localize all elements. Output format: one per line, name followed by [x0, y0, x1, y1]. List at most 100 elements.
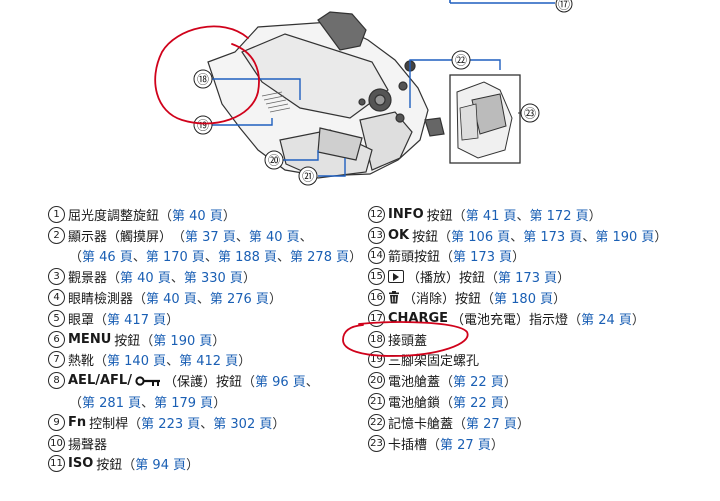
page-ref-link[interactable]: 第 223 頁 [141, 416, 201, 432]
legend-item: 15（播放）按鈕（第 173 頁） [368, 266, 708, 287]
page-ref-link[interactable]: 第 106 頁 [451, 229, 511, 245]
item-name: 三腳架固定螺孔 [388, 354, 480, 370]
page-ref-link[interactable]: 第 40 頁 [172, 208, 223, 224]
page-ref-link[interactable]: 第 188 頁 [217, 250, 278, 266]
item-name: （電池充電）指示燈 [451, 312, 569, 328]
camera-diagram: ⑰ [0, 0, 720, 195]
paren-close: ） [186, 458, 200, 474]
page-ref-link[interactable]: 第 170 頁 [145, 250, 205, 266]
callout-20: ⑳ [268, 154, 280, 168]
paren-open: （ [481, 292, 495, 308]
page-ref-link[interactable]: 第 412 頁 [179, 354, 239, 370]
ref-separator: 、 [166, 354, 180, 370]
item-number-badge: 17 [368, 309, 385, 327]
ref-separator: 、 [196, 292, 210, 308]
item-number-badge: 7 [48, 351, 65, 369]
page-ref-link[interactable]: 第 27 頁 [440, 437, 491, 453]
page-ref-link[interactable]: 第 330 頁 [183, 271, 243, 287]
paren-open: （ [122, 458, 136, 474]
item-number-badge: 12 [368, 205, 385, 223]
item-name: 揚聲器 [68, 437, 108, 453]
page-ref-link[interactable]: 第 94 頁 [135, 458, 187, 474]
page-ref-link[interactable]: 第 276 頁 [209, 292, 269, 308]
page-ref-link[interactable]: 第 40 頁 [120, 271, 171, 287]
page-ref-link[interactable]: 第 140 頁 [107, 354, 167, 370]
item-name: 卡插槽 [388, 437, 428, 453]
page-ref-link[interactable]: 第 96 頁 [254, 375, 306, 391]
paren-open: （ [69, 250, 83, 266]
paren-open: （ [107, 271, 121, 287]
page-ref-link[interactable]: 第 41 頁 [465, 208, 517, 224]
ref-separator: 、 [141, 396, 155, 412]
callout-21: ㉑ [302, 170, 314, 184]
legend-item: （第 46 頁、第 170 頁、第 188 頁、第 278 頁） [48, 246, 362, 267]
paren-open: （ [438, 229, 452, 245]
page-ref-link[interactable]: 第 173 頁 [523, 229, 583, 245]
paren-close: ） [631, 312, 645, 328]
ref-separator: 、 [204, 250, 218, 266]
item-number-badge: 9 [48, 413, 65, 431]
paren-close: ） [212, 333, 226, 349]
paren-open: （ [172, 229, 186, 245]
item-name-bold: ISO [68, 456, 94, 472]
page-ref-link[interactable]: 第 24 頁 [581, 312, 632, 328]
paren-open: （ [440, 375, 454, 391]
paren-close: ） [349, 250, 363, 266]
item-name-bold: INFO [388, 206, 424, 222]
callout-22: ㉒ [455, 54, 467, 68]
paren-close: ） [242, 271, 256, 287]
page-ref-link[interactable]: 第 281 頁 [82, 396, 142, 412]
page-ref-link[interactable]: 第 417 頁 [107, 312, 167, 328]
ref-separator: 、 [170, 271, 184, 287]
ref-separator: 、 [582, 229, 596, 245]
item-name-bold: Fn [68, 414, 87, 430]
paren-open: （ [452, 208, 466, 224]
callout-19: ⑲ [197, 119, 209, 133]
item-number-badge: 13 [368, 226, 385, 244]
paren-close: ） [222, 208, 236, 224]
callout-17: ⑰ [558, 0, 570, 12]
item-name: 箭頭按鈕 [388, 250, 441, 266]
page-ref-link[interactable]: 第 190 頁 [153, 333, 213, 349]
page-ref-link[interactable]: 第 37 頁 [185, 229, 236, 245]
paren-close: ） [503, 396, 517, 412]
item-name: （播放）按鈕 [407, 271, 486, 287]
item-name: （保護）按鈕 [163, 375, 242, 391]
paren-open: （ [133, 292, 147, 308]
item-name: 觀景器 [68, 271, 108, 287]
trash-icon [388, 291, 400, 304]
page-ref-link[interactable]: 第 302 頁 [213, 416, 273, 432]
page-ref-link[interactable]: 第 173 頁 [453, 250, 513, 266]
page-ref-link[interactable]: 第 40 頁 [146, 292, 197, 308]
paren-close: ） [557, 271, 571, 287]
play-icon [388, 270, 404, 284]
page-ref-link[interactable]: 第 22 頁 [453, 396, 504, 412]
page-ref-link[interactable]: 第 179 頁 [154, 396, 214, 412]
camera-back-illustration: ⑰ [154, 0, 573, 186]
page-ref-link[interactable]: 第 190 頁 [595, 229, 655, 245]
page-ref-link[interactable]: 第 27 頁 [466, 416, 517, 432]
item-number-badge: 2 [48, 226, 65, 244]
ref-separator: 、 [132, 250, 146, 266]
paren-open: （ [128, 416, 142, 432]
legend-item: （第 281 頁、第 179 頁） [48, 391, 358, 412]
item-name: 接頭蓋 [388, 333, 428, 349]
page-ref-link[interactable]: 第 40 頁 [248, 229, 300, 245]
card-slot-inset [449, 74, 521, 164]
paren-open: （ [427, 437, 441, 453]
item-number-badge: 21 [368, 393, 385, 411]
page-ref-link[interactable]: 第 46 頁 [82, 250, 133, 266]
page-ref-link[interactable]: 第 278 頁 [290, 250, 350, 266]
paren-close: ） [268, 292, 282, 308]
page-ref-link[interactable]: 第 173 頁 [498, 271, 558, 287]
page-ref-link[interactable]: 第 22 頁 [453, 375, 504, 391]
key-icon [135, 376, 161, 386]
item-number-badge: 19 [368, 351, 385, 369]
page-ref-link[interactable]: 第 180 頁 [494, 292, 554, 308]
page-ref-link[interactable]: 第 172 頁 [529, 208, 589, 224]
